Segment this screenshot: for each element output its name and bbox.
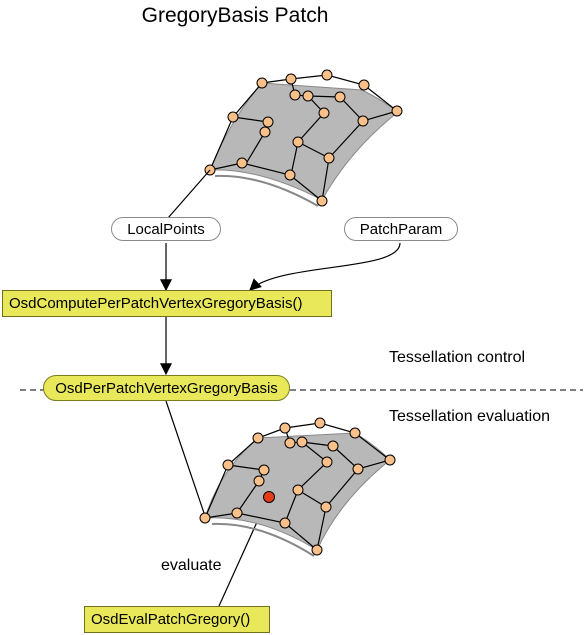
- patch-surface: [209, 82, 399, 201]
- per-patch-vertex-node: OsdPerPatchVertexGregoryBasis: [43, 375, 290, 401]
- eval-function-box: OsdEvalPatchGregory(): [84, 606, 270, 633]
- stage-label-control: Tessellation control: [389, 349, 526, 366]
- compute-function-box: OsdComputePerPatchVertexGregoryBasis(): [2, 290, 332, 317]
- diagram-title: GregoryBasis Patch: [141, 4, 329, 27]
- gregory-patch-bottom: [199, 417, 396, 557]
- eval-point: [263, 491, 275, 503]
- local-points-node: LocalPoints: [111, 217, 221, 241]
- stage-label-evaluation: Tessellation evaluation: [389, 408, 550, 425]
- arrow-patchparam-to-compute: [249, 242, 401, 291]
- patch-param-node: PatchParam: [344, 217, 458, 241]
- gregory-patch-top: [204, 69, 403, 207]
- evaluate-edge-label: evaluate: [161, 557, 222, 574]
